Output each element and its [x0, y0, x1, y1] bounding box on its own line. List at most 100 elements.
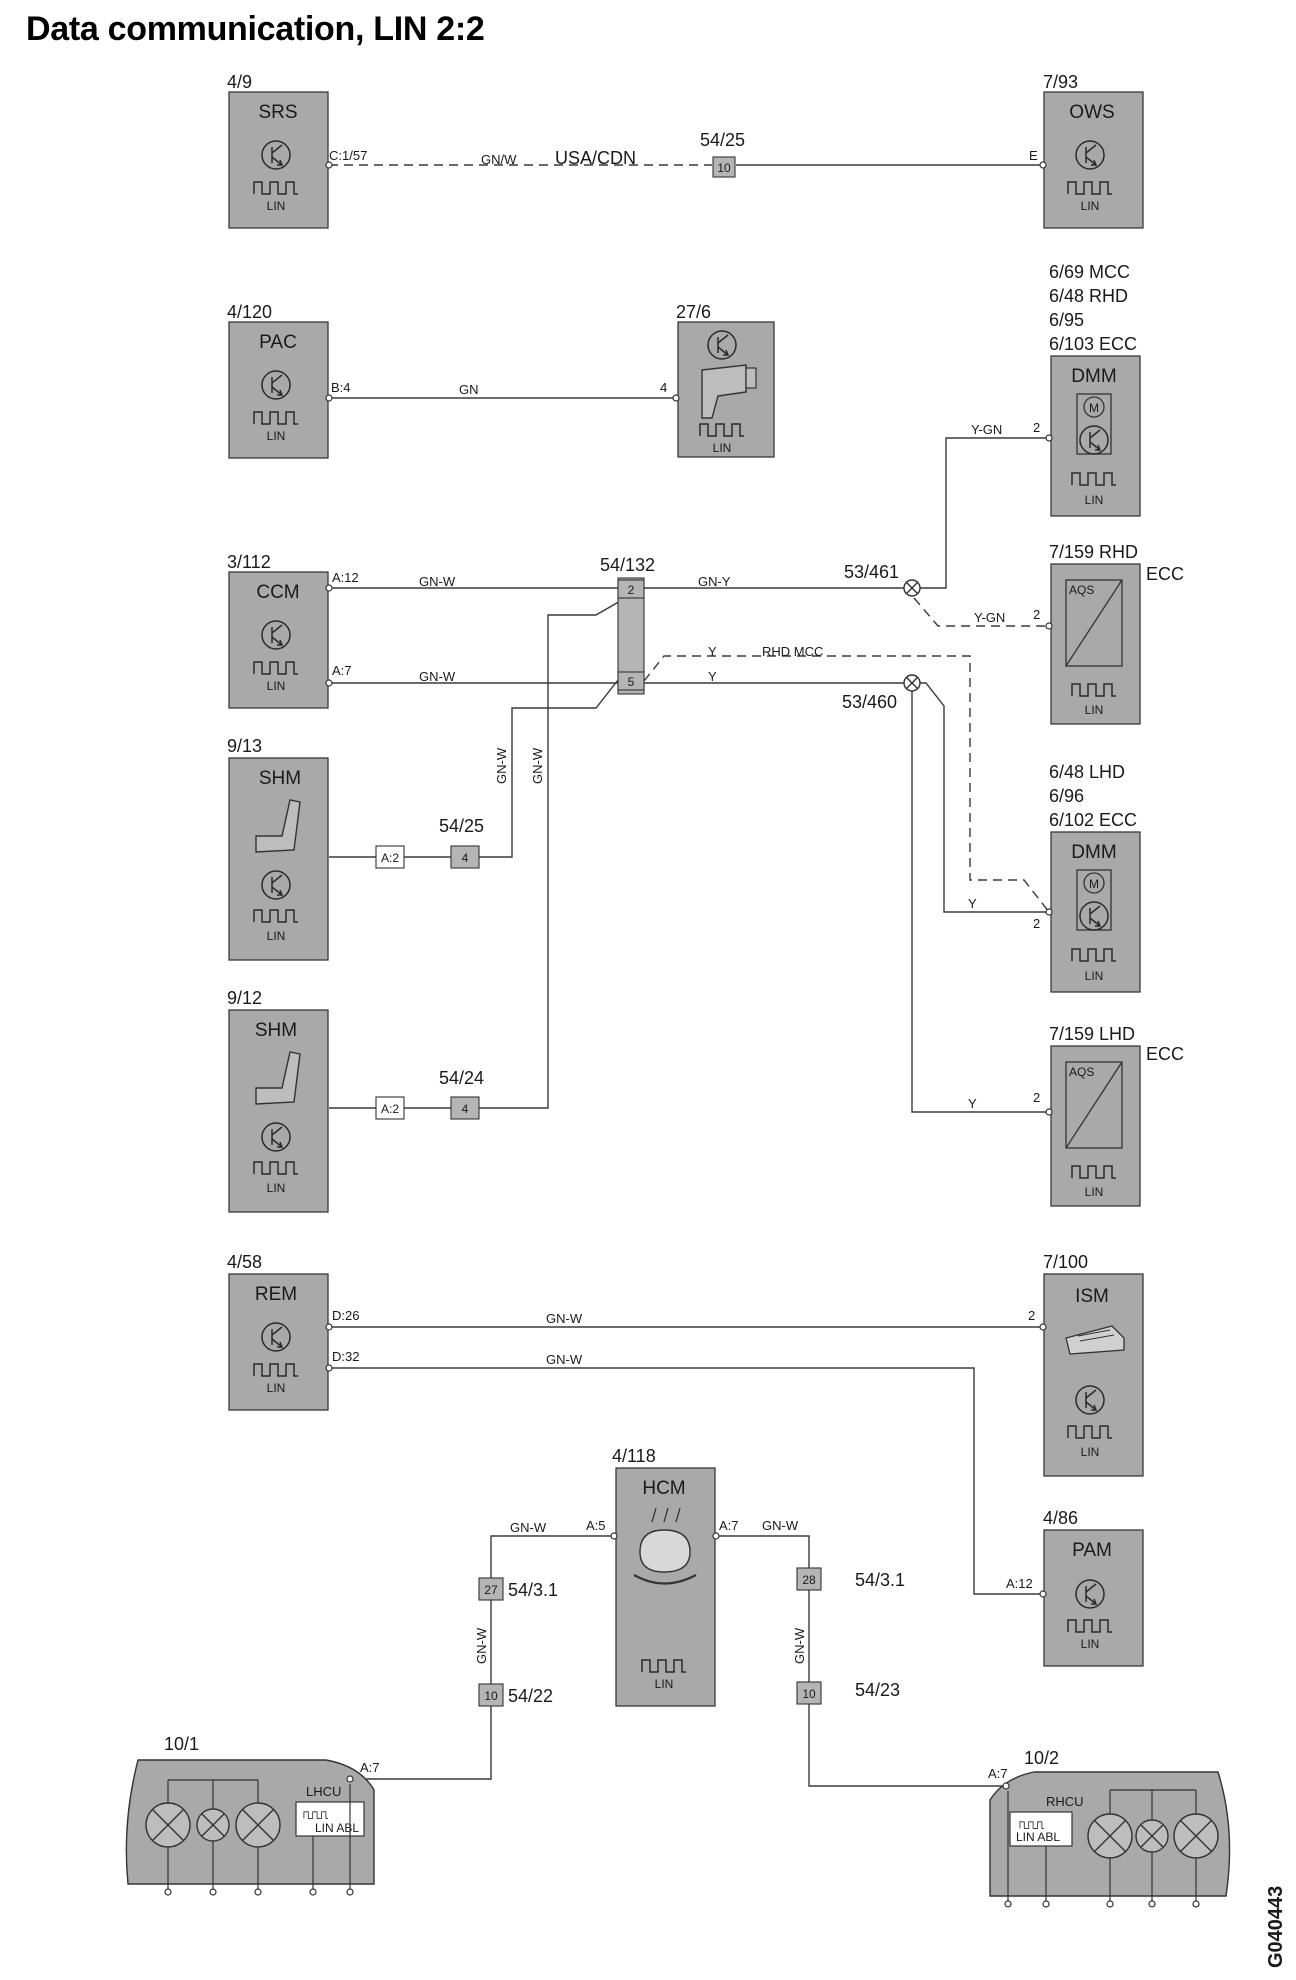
dmm2-lin: LIN	[1085, 969, 1104, 983]
lamp-icon	[145, 1802, 191, 1848]
aqs1-label: AQS	[1069, 583, 1094, 597]
rhcu-name: RHCU	[1046, 1794, 1084, 1809]
dmm1-ref-b: 6/48 RHD	[1049, 286, 1128, 306]
aqs-rhd-module: 7/159 RHD ECC AQS LIN 2	[1033, 542, 1184, 725]
rem-name: REM	[255, 1284, 297, 1305]
aqs1-ecc: ECC	[1146, 564, 1184, 584]
srs-lin: LIN	[267, 199, 286, 213]
hcm-name: HCM	[642, 1478, 685, 1499]
hcm-pin-a7: A:7	[719, 1518, 739, 1533]
dmm1-pin: 2	[1033, 420, 1040, 435]
shm2-pin: A:2	[381, 1102, 399, 1116]
wire-vertical-right	[479, 599, 623, 1109]
pac-name: PAC	[259, 332, 297, 353]
ism-module: 7/100 ISM LIN 2	[1028, 1252, 1144, 1477]
wire-vertical-left	[479, 674, 623, 858]
rhcu-ref: 10/2	[1024, 1748, 1059, 1768]
headlamp-icon	[639, 1529, 691, 1573]
pam-name: PAM	[1072, 1540, 1112, 1561]
aqs2-lin: LIN	[1085, 1185, 1104, 1199]
wire-aqs1-color: Y-GN	[974, 610, 1005, 625]
aqs1-lin: LIN	[1085, 703, 1104, 717]
ows-lin: LIN	[1081, 199, 1100, 213]
shm1-lin: LIN	[267, 929, 286, 943]
splice1-ref: 53/461	[844, 562, 899, 582]
wire-gny-color: GN-Y	[698, 574, 731, 589]
sensor-icon	[1065, 1061, 1123, 1149]
ism-lin: LIN	[1081, 1445, 1100, 1459]
shm1-pin: A:2	[381, 851, 399, 865]
wire-hcm-right	[716, 1535, 810, 1568]
aqs2-ecc: ECC	[1146, 1044, 1184, 1064]
wire-y-upper: Y	[708, 644, 717, 659]
rem-lin: LIN	[267, 1381, 286, 1395]
aqs2-ref: 7/159 LHD	[1049, 1024, 1135, 1044]
dmm2-name: DMM	[1071, 842, 1116, 863]
dmm-upper-module: 6/69 MCC 6/48 RHD 6/95 6/103 ECC DMM M L…	[1033, 262, 1141, 517]
wire-hcm-left	[490, 1535, 614, 1578]
wire-dmm2-color: Y	[968, 896, 977, 911]
wire-y-lower: Y	[708, 669, 717, 684]
pam-pin: A:12	[1006, 1576, 1033, 1591]
conn-srs-pin: 10	[717, 161, 731, 175]
ows-name: OWS	[1069, 102, 1114, 123]
srs-module: 4/9 SRS LIN C:1/57	[227, 72, 367, 229]
shm1-ref: 9/13	[227, 736, 262, 756]
pac-ref: 4/120	[227, 302, 272, 322]
wire-ccm1-color: GN-W	[419, 574, 456, 589]
note-rhd-mcc: RHD MCC	[762, 644, 823, 659]
ows-module: 7/93 OWS LIN E	[1029, 72, 1144, 229]
aqs1-pin: 2	[1033, 607, 1040, 622]
ccm-ref: 3/112	[227, 552, 271, 572]
wire-srs-note: USA/CDN	[555, 148, 636, 168]
rem-module: 4/58 REM LIN D:26 D:32	[227, 1252, 359, 1411]
gun-ref: 27/6	[676, 302, 711, 322]
dmm1-ref-a: 6/69 MCC	[1049, 262, 1130, 282]
seat-icon	[255, 1051, 301, 1105]
dmm-lower-module: 6/48 LHD 6/96 6/102 ECC DMM M LIN 2	[1033, 762, 1141, 993]
conn-shm2-ref: 54/24	[439, 1068, 484, 1088]
aqs1-ref: 7/159 RHD	[1049, 542, 1138, 562]
junction-pin-2: 2	[628, 583, 635, 597]
aqs2-pin: 2	[1033, 1090, 1040, 1105]
wire-vert2-color: GN-W	[530, 747, 545, 784]
shm2-lin: LIN	[267, 1181, 286, 1195]
sensor-icon	[1065, 579, 1123, 667]
gun-lin: LIN	[713, 441, 732, 455]
dmm1-ref-c: 6/95	[1049, 310, 1084, 330]
dmm1-name: DMM	[1071, 366, 1116, 387]
aqs2-label: AQS	[1069, 1065, 1094, 1079]
splice-icon	[903, 579, 921, 597]
dmm2-pin: 2	[1033, 916, 1040, 931]
wire-lhcu	[350, 1706, 492, 1780]
wire-pac-color: GN	[459, 382, 479, 397]
rem-ref: 4/58	[227, 1252, 262, 1272]
wire-hcm-left-v-color: GN-W	[474, 1627, 489, 1664]
wire-rem2-color: GN-W	[546, 1352, 583, 1367]
conn-hcm-l1-pin: 27	[484, 1583, 498, 1597]
conn-hcm-r1-pin: 28	[802, 1573, 816, 1587]
motor-icon	[1083, 872, 1105, 894]
shm2-name: SHM	[255, 1020, 297, 1041]
junction-54-132: 54/132 2 5	[600, 555, 655, 695]
wire-srs-color: GN/W	[481, 152, 517, 167]
rem-pin-d26: D:26	[332, 1308, 359, 1323]
shm1-name: SHM	[259, 768, 301, 789]
pam-ref: 4/86	[1043, 1508, 1078, 1528]
gun-device: 27/6 LIN 4	[660, 302, 775, 458]
dmm2-ref-b: 6/96	[1049, 786, 1084, 806]
wire-rem-pam	[329, 1367, 1041, 1595]
motor-icon	[1083, 396, 1105, 418]
pac-module: 4/120 PAC LIN B:4	[227, 302, 351, 459]
gun-pin: 4	[660, 380, 667, 395]
dmm1-lin: LIN	[1085, 493, 1104, 507]
dmm1-ref-d: 6/103 ECC	[1049, 334, 1137, 354]
ism-pin: 2	[1028, 1308, 1035, 1323]
conn-hcm-l2: 54/22	[508, 1686, 553, 1706]
conn-shm1-pin: 4	[462, 851, 469, 865]
lhcu-headlamp-unit: 10/1 LHCU LIN ABL A:7	[125, 1734, 380, 1896]
ism-ref: 7/100	[1043, 1252, 1088, 1272]
srs-pin: C:1/57	[329, 148, 367, 163]
ccm-module: 3/112 CCM LIN A:12 A:7	[227, 552, 359, 709]
splice-icon	[903, 674, 921, 692]
